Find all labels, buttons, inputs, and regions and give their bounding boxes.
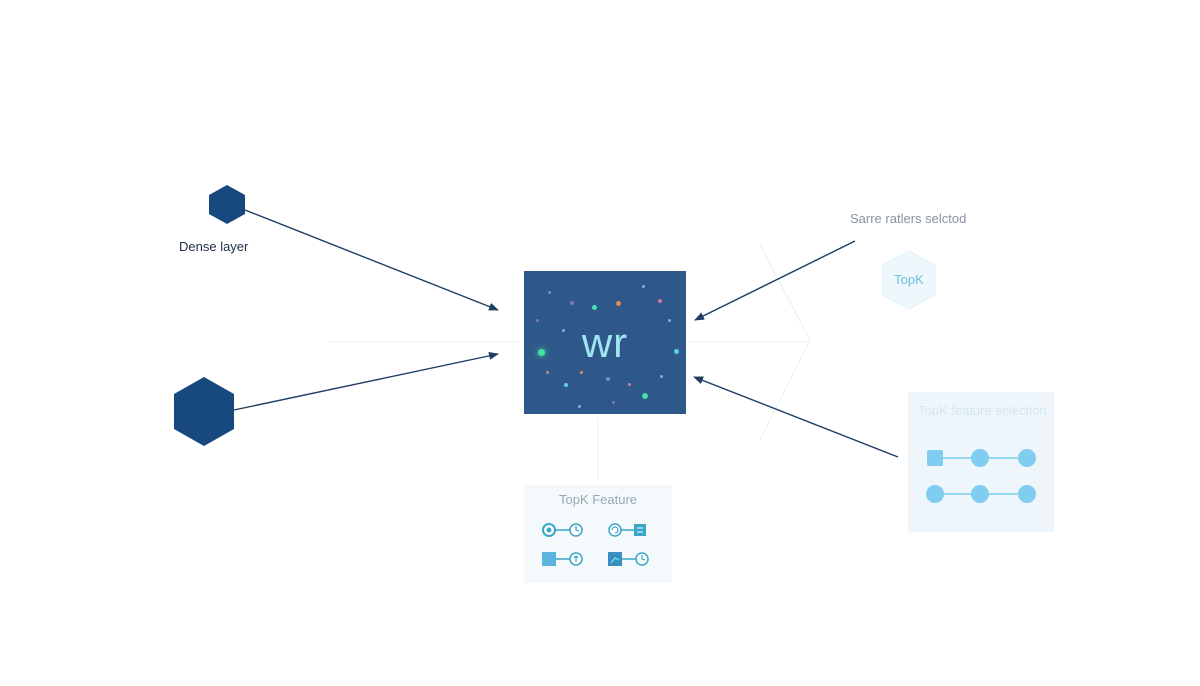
feature-icon-grid xyxy=(542,523,649,566)
large-hexagon-node xyxy=(174,377,234,446)
clock-hands-icon xyxy=(575,526,580,532)
particle-dot xyxy=(616,301,621,306)
guide-line-diag-upper xyxy=(759,244,811,341)
selection-row-1 xyxy=(927,449,1036,467)
camera-lens-icon xyxy=(546,527,552,533)
chart-node-icon xyxy=(608,552,622,566)
guide-line-diag-lower xyxy=(759,339,811,441)
selection-row-2 xyxy=(926,485,1036,503)
circle-node xyxy=(926,485,944,503)
particle-dot xyxy=(580,371,583,374)
center-node: wr xyxy=(524,271,686,414)
particle-dot xyxy=(564,383,568,387)
particle-dot xyxy=(578,405,581,408)
arrow-selection-to-center xyxy=(693,376,899,458)
particle-dot xyxy=(548,291,551,294)
particle-dot xyxy=(536,319,539,322)
top-right-label: Sarre ratlers selctod xyxy=(850,211,967,226)
circle-node xyxy=(971,485,989,503)
particle-dot xyxy=(592,305,597,310)
particle-dot xyxy=(546,371,549,374)
arrow-large-hex-to-center xyxy=(233,351,499,411)
particle-dot xyxy=(642,393,648,399)
document-icon xyxy=(634,524,646,536)
particle-dot xyxy=(668,319,671,322)
center-node-label: wr xyxy=(581,318,629,366)
refresh-icon xyxy=(608,523,622,537)
topk-hexagon-label: TopK xyxy=(894,272,924,287)
particle-dot xyxy=(562,329,565,332)
particle-dot xyxy=(658,299,662,303)
dense-layer-label: Dense layer xyxy=(179,239,249,254)
feature-row-1 xyxy=(542,523,646,537)
topk-hexagon xyxy=(882,250,936,310)
topk-selection-title: TopK feature selection xyxy=(918,403,1047,418)
chart-trend-icon xyxy=(610,557,620,564)
refresh-arrow-icon xyxy=(611,526,619,534)
upload-arrow-icon xyxy=(573,555,579,562)
particle-dot xyxy=(606,377,610,381)
circle-node xyxy=(1018,485,1036,503)
particle-dot xyxy=(538,349,545,356)
feature-row-2 xyxy=(542,552,649,566)
selection-node-grid xyxy=(926,449,1036,503)
faint-guide-lines xyxy=(330,244,811,480)
topk-selection-card: TopK feature selection xyxy=(908,392,1054,532)
particle-dot xyxy=(660,375,663,378)
particle-dot xyxy=(612,401,615,404)
square-node-icon xyxy=(542,552,556,566)
small-hexagon-node xyxy=(209,185,245,224)
topk-feature-card: TopK Feature xyxy=(524,485,672,583)
particle-dot xyxy=(674,349,679,354)
square-node xyxy=(927,450,943,466)
circle-node xyxy=(971,449,989,467)
circle-node xyxy=(1018,449,1036,467)
particle-dot xyxy=(570,301,574,305)
arrow-dense-to-center xyxy=(244,209,499,311)
particle-dot xyxy=(642,285,645,288)
particle-dot xyxy=(628,383,631,386)
arrow-topright-to-center xyxy=(694,240,856,321)
timer-hands-icon xyxy=(641,555,646,561)
topk-feature-title: TopK Feature xyxy=(558,492,638,507)
